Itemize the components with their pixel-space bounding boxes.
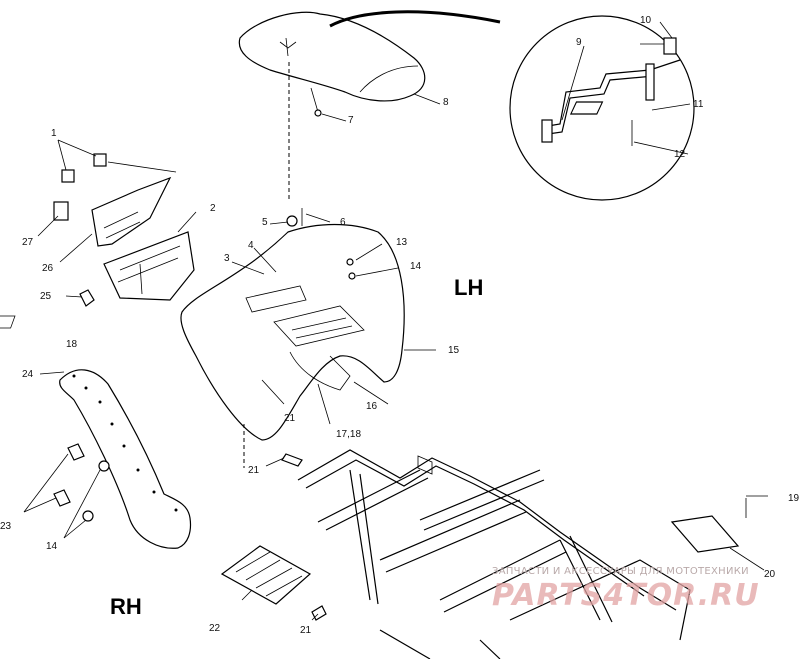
- frame: [297, 449, 691, 659]
- callout-24: 24: [22, 369, 34, 380]
- detail-arrow: [329, 10, 501, 28]
- callout-3: 3: [224, 253, 230, 264]
- seat-stud: [310, 87, 319, 113]
- seat: [238, 11, 426, 102]
- plate-20: [670, 515, 740, 553]
- callout-1: 1: [51, 128, 57, 139]
- rh-label: RH: [110, 594, 142, 619]
- callout-10: 10: [640, 15, 652, 26]
- rear-fender-lh: [180, 223, 405, 441]
- callout-12: 12: [674, 149, 686, 160]
- callout-21-b: 21: [248, 465, 260, 476]
- callout-7: 7: [348, 115, 354, 126]
- callout-27: 27: [22, 237, 34, 248]
- callout-20: 20: [764, 569, 776, 580]
- callout-11: 11: [693, 99, 704, 110]
- washer-14a: [98, 460, 110, 472]
- callout-6: 6: [340, 217, 346, 228]
- detail-circle: [509, 15, 695, 201]
- seat-nut-7: [314, 109, 322, 117]
- callout-26: 26: [42, 263, 54, 274]
- nut-25: [79, 289, 95, 307]
- callout-2: 2: [210, 203, 216, 214]
- pad-18: [0, 315, 16, 329]
- washer-14: [348, 272, 356, 280]
- storage-box: [91, 176, 195, 301]
- washer-14b: [82, 510, 94, 522]
- callout-21-a: 21: [284, 413, 296, 424]
- callout-15: 15: [448, 345, 460, 356]
- watermark-brand: PARTS4TOR.RU: [492, 578, 760, 613]
- callout-5: 5: [262, 217, 268, 228]
- callout-22: 22: [209, 623, 221, 634]
- grommet-1a: [61, 169, 75, 183]
- nut-23b: [53, 489, 71, 507]
- latch-27: [53, 201, 69, 221]
- bolt-13: [346, 258, 354, 266]
- callout-9: 9: [576, 37, 582, 48]
- leader-lines: [23, 21, 768, 621]
- callout-23: 23: [0, 521, 12, 532]
- lh-label: LH: [454, 275, 484, 300]
- bolt-21: [281, 453, 303, 467]
- callout-25: 25: [40, 291, 52, 302]
- grommet-5: [286, 215, 298, 227]
- callout-16: 16: [366, 401, 378, 412]
- callout-18: 18: [66, 339, 78, 350]
- callout-14-rh: 14: [46, 541, 58, 552]
- callout-14-lh: 14: [410, 261, 422, 272]
- rear-fender-rh: [59, 369, 192, 549]
- callout-17-18: 17,18: [336, 429, 362, 440]
- callout-8: 8: [443, 97, 449, 108]
- nut-23a: [67, 443, 85, 461]
- callout-4: 4: [248, 240, 254, 251]
- footrest-22: [220, 545, 312, 605]
- callout-13: 13: [396, 237, 408, 248]
- grommet-1b: [93, 153, 107, 167]
- callout-19: 19: [788, 493, 800, 504]
- callout-21-c: 21: [300, 625, 312, 636]
- watermark-tagline: ЗАПЧАСТИ И АКСЕССУАРЫ ДЛЯ МОТОТЕХНИКИ: [492, 566, 749, 577]
